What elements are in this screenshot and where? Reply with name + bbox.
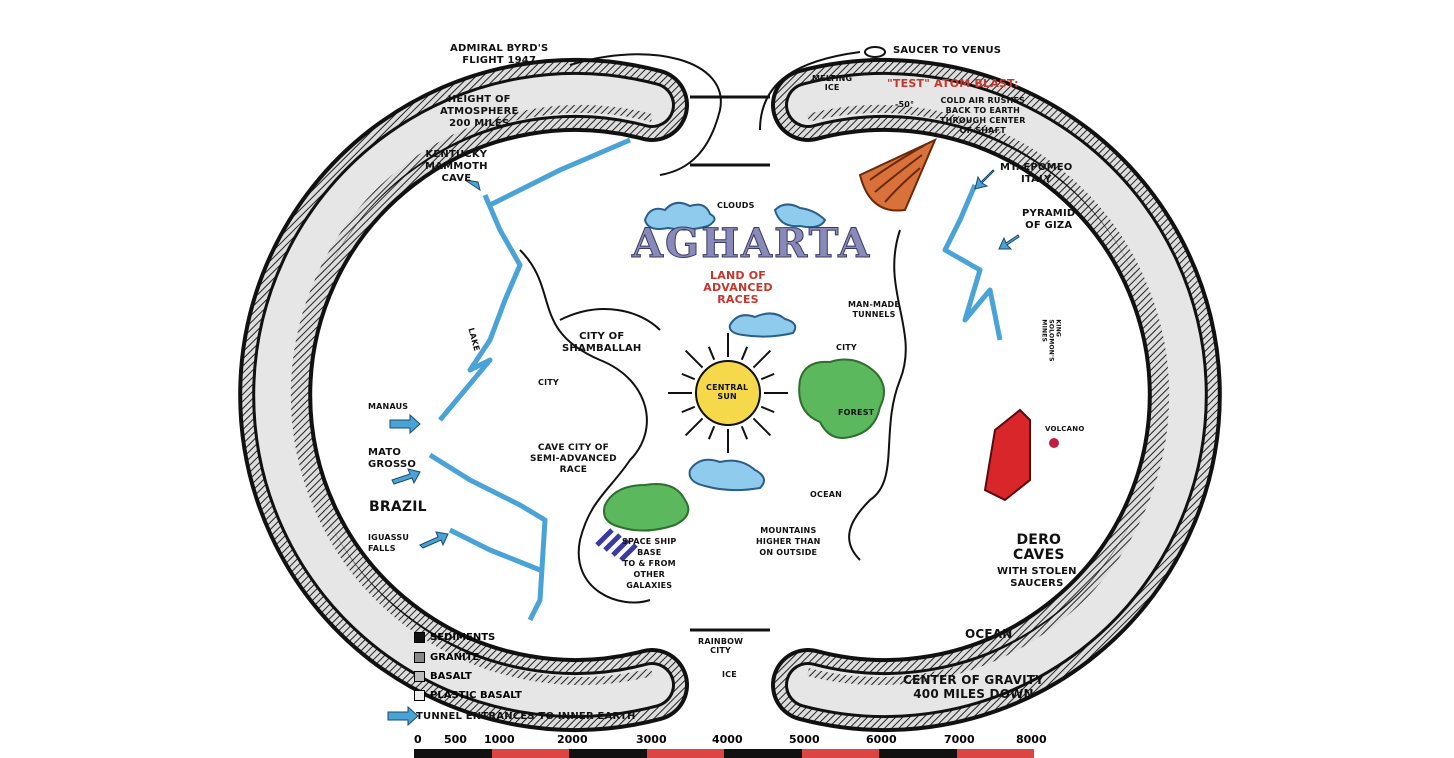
label-mato-grosso: MATO GROSSO [368, 447, 417, 470]
swatch-basalt [414, 671, 425, 682]
atom-blast-cone [858, 137, 937, 212]
label-manaus: MANAUS [368, 402, 409, 411]
scale-segment [569, 749, 647, 758]
label-center-gravity: CENTER OF GRAVITY 400 MILES DOWN [903, 673, 1045, 701]
sun-ray [707, 425, 716, 440]
clouds [643, 201, 827, 492]
central-sun-icon [668, 333, 788, 453]
legend-basalt: BASALT [414, 671, 472, 682]
diagram-title: AGHARTA [631, 220, 872, 267]
scale-segment [414, 749, 492, 758]
left-crust-shell [238, 58, 689, 732]
label-kentucky: KENTUCKY MAMMOTH CAVE [425, 149, 488, 184]
label-central-sun: CENTRAL SUN [706, 383, 749, 401]
label-dero-caves: DERO CAVES [1013, 532, 1065, 563]
sun-ray [684, 349, 704, 369]
label-mountains: MOUNTAINS HIGHER THAN ON OUTSIDE [756, 526, 821, 557]
label-iguassu: IGUASSU FALLS [368, 533, 410, 553]
sun-ray [740, 346, 749, 361]
label-space-ship-base: SPACE SHIP BASE TO & FROM OTHER GALAXIES [622, 537, 677, 590]
right-crust-shell [771, 58, 1222, 732]
legend-granite: GRANITE [414, 652, 479, 663]
label-brazil: BRAZIL [369, 499, 427, 515]
scale-segment [491, 749, 569, 758]
scale-tick: 2000 [557, 733, 588, 746]
scale-tick: 3000 [636, 733, 667, 746]
scale-tick: 6000 [866, 733, 897, 746]
legend-label: BASALT [430, 671, 472, 682]
tunnel-entrance-arrows [387, 169, 1020, 727]
sun-ray [760, 405, 775, 414]
tunnel-network [428, 137, 1003, 622]
label-rainbow-city: RAINBOW CITY [698, 637, 744, 655]
sun-ray [684, 417, 704, 437]
byrd-flight-path [569, 53, 722, 176]
label-man-made-tunnels: MAN-MADE TUNNELS [848, 300, 901, 319]
scale-segment [646, 749, 724, 758]
label-minus-50: -50° [895, 100, 915, 109]
saucer-icon [864, 46, 886, 58]
legend-sediments: SEDIMENTS [414, 632, 495, 643]
sun-ray [752, 349, 772, 369]
label-city-right: CITY [836, 343, 857, 352]
label-cave-city: CAVE CITY OF SEMI-ADVANCED RACE [530, 443, 617, 475]
label-mt-epomeo: MT. EPOMEO ITALY [1000, 162, 1073, 185]
label-cold-air: COLD AIR RUSHES BACK TO EARTH THROUGH CE… [940, 96, 1026, 135]
polar-shaft-lines [690, 95, 770, 632]
label-forest: FOREST [838, 408, 875, 417]
sun-ray [760, 372, 775, 381]
label-pyramid-giza: PYRAMID OF GIZA [1022, 208, 1076, 231]
sun-ray [681, 405, 696, 414]
label-stolen-saucers: WITH STOLEN SAUCERS [997, 566, 1077, 589]
scale-tick: 5000 [789, 733, 820, 746]
scale-tick: 8000 [1016, 733, 1047, 746]
label-melting-ice: MELTING ICE [812, 74, 853, 92]
label-shamballah: CITY OF SHAMBALLAH [562, 331, 642, 354]
scale-segment [879, 749, 957, 758]
legend-label: GRANITE [430, 652, 480, 663]
sun-ray [707, 346, 716, 361]
scale-segment [956, 749, 1034, 758]
space-ship-icon [595, 528, 638, 562]
inner-rivers [519, 229, 907, 604]
sun-ray [740, 425, 749, 440]
legend-label: SEDIMENTS [430, 632, 496, 643]
swatch-granite [414, 652, 425, 663]
label-atom-blast: "TEST" ATOM BLAST: [887, 77, 1019, 90]
sun-ray [681, 372, 696, 381]
scale-tick: 0 [414, 733, 422, 746]
volcano-dero-caves [983, 408, 1059, 502]
label-king-solomons: KING SOLOMON'S MINES [1040, 319, 1062, 362]
saucer-path [759, 51, 861, 131]
forests [603, 358, 885, 532]
label-ocean-inner: OCEAN [810, 490, 843, 499]
scale-segment [801, 749, 879, 758]
diagram-subtitle: LAND OF ADVANCED RACES [703, 269, 773, 306]
swatch-sediments [414, 632, 425, 643]
label-ocean-outer: OCEAN [965, 627, 1013, 641]
legend-label: PLASTIC BASALT [430, 690, 522, 701]
scale-tick: 7000 [944, 733, 975, 746]
swatch-plastic-basalt [414, 690, 425, 701]
sun-ray [752, 417, 772, 437]
legend-plastic-basalt: PLASTIC BASALT [414, 690, 522, 701]
scale-tick: 1000 [484, 733, 515, 746]
scale-tick: 500 [444, 733, 467, 746]
distance-scale: 0 500 1000 2000 3000 4000 5000 6000 7000… [414, 733, 1047, 758]
label-ice: ICE [722, 670, 737, 679]
scale-tick: 4000 [712, 733, 743, 746]
label-clouds: CLOUDS [717, 201, 755, 210]
label-volcano: VOLCANO [1045, 425, 1085, 433]
label-saucer-venus: SAUCER TO VENUS [893, 45, 1002, 56]
label-city-left: CITY [538, 378, 559, 387]
label-byrd-flight: ADMIRAL BYRD'S FLIGHT 1947 [450, 43, 549, 66]
legend-tunnel-entrances: TUNNEL ENTRANCES TO INNER EARTH [416, 711, 636, 722]
scale-segment [724, 749, 802, 758]
label-atmosphere: HEIGHT OF ATMOSPHERE 200 MILES [440, 94, 519, 129]
